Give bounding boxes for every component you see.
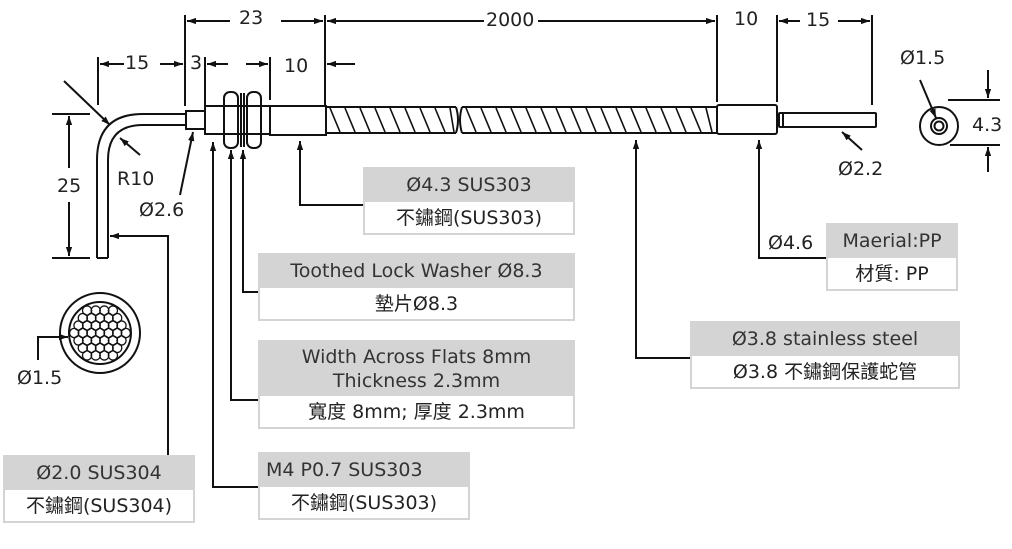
break-mark <box>459 106 463 134</box>
hatch-line <box>585 107 597 133</box>
callout-body: 墊片Ø8.3 <box>374 293 459 315</box>
hatch-line <box>630 107 642 133</box>
nut-left <box>223 91 239 149</box>
callout-header-line2: Thickness 2.3mm <box>332 370 501 392</box>
hatch-line <box>465 107 477 133</box>
dim-25: 25 <box>57 175 82 197</box>
fiber-end <box>778 112 877 128</box>
hatch-line <box>555 107 567 133</box>
fiber-strand <box>81 350 93 361</box>
hatch-line <box>705 107 713 133</box>
callout-header-line1: Width Across Flats 8mm <box>301 346 532 368</box>
hatch-line <box>495 107 507 133</box>
dim-15-left: 15 <box>125 52 150 74</box>
callout-body: 材質: PP <box>855 263 929 285</box>
r10-leader <box>63 80 111 126</box>
fiber-strand <box>99 350 110 361</box>
end-dia-leader <box>919 79 937 119</box>
leader-probe-tube <box>110 232 169 462</box>
dim-2000: 2000 <box>486 9 535 31</box>
hatch-line <box>404 107 416 133</box>
ferrule <box>185 110 206 130</box>
bundle-outer <box>59 292 141 374</box>
callout-body: 不鏽鋼(SUS303) <box>290 492 438 514</box>
hatch-line <box>389 107 401 133</box>
callout-armor: Ø3.8 stainless steel Ø3.8 不鏽鋼保護蛇管 <box>690 321 960 389</box>
probe-tube-bend <box>107 124 186 258</box>
fiber-strand <box>107 350 119 361</box>
leader-washer <box>239 150 258 293</box>
callout-header: Width Across Flats 8mm Thickness 2.3mm <box>260 342 573 396</box>
hatch-line <box>600 107 612 133</box>
dim-dia-4-6: Ø4.6 <box>768 232 814 254</box>
callout-body: Ø3.8 不鏽鋼保護蛇管 <box>732 361 918 383</box>
callout-lock-washer: Toothed Lock Washer Ø8.3 墊片Ø8.3 <box>258 253 575 321</box>
hatch-line <box>480 107 492 133</box>
sleeve <box>269 105 327 136</box>
hatch-line <box>419 107 431 133</box>
callout-header: M4 P0.7 SUS303 <box>260 454 468 487</box>
callout-probe-tube: Ø2.0 SUS304 不鏽鋼(SUS304) <box>3 455 195 523</box>
fiber-strand <box>90 350 101 361</box>
callout-body: 不鏽鋼(SUS304) <box>25 495 173 517</box>
dim-dia-2-2: Ø2.2 <box>838 158 884 180</box>
callout-pp-sleeve: Maerial:PP 材質: PP <box>826 223 958 291</box>
dim-10-left: 10 <box>284 55 309 77</box>
dia22-leader <box>841 131 863 151</box>
dim-r10: R10 <box>117 168 155 190</box>
dim-23: 23 <box>239 7 264 29</box>
dim-dia-2-6: Ø2.6 <box>139 199 185 221</box>
hatch-line <box>344 107 356 133</box>
hatch-line <box>329 107 341 133</box>
end-view-core <box>933 120 945 132</box>
bundle-leader <box>37 333 68 360</box>
r10-leader <box>119 137 141 156</box>
dia26-leader <box>179 131 195 196</box>
hatch-line <box>570 107 582 133</box>
hatch-line <box>540 107 552 133</box>
hatch-line <box>374 107 386 133</box>
callout-header: Ø2.0 SUS304 <box>5 457 193 490</box>
probe-tube-bend <box>96 113 186 258</box>
callout-nut: Width Across Flats 8mm Thickness 2.3mm 寬… <box>258 340 575 429</box>
callout-header: Toothed Lock Washer Ø8.3 <box>260 255 573 288</box>
pp-sleeve <box>716 104 778 135</box>
hatch-line <box>449 107 455 133</box>
hatch-line <box>525 107 537 133</box>
dim-end-dia-1-5: Ø1.5 <box>900 47 946 69</box>
hatch-line <box>660 107 672 133</box>
leader-sleeve <box>296 141 365 206</box>
dim-15-right: 15 <box>806 9 831 31</box>
dim-10-right: 10 <box>734 8 759 30</box>
hatch-line <box>645 107 657 133</box>
hatch-line <box>675 107 687 133</box>
callout-header: Maerial:PP <box>828 225 956 258</box>
leader-nut <box>227 150 258 401</box>
callout-body: 不鏽鋼(SUS303) <box>395 207 543 229</box>
nut-right <box>246 91 262 149</box>
callout-header: Ø4.3 SUS303 <box>365 169 573 202</box>
dim-bundle-dia-1-5: Ø1.5 <box>17 367 63 389</box>
callout-thread: M4 P0.7 SUS303 不鏽鋼(SUS303) <box>258 452 470 520</box>
dim-3: 3 <box>190 52 203 74</box>
leader-armor <box>632 140 690 359</box>
hatch-line <box>434 107 446 133</box>
dim-4-3: 4.3 <box>972 114 1003 136</box>
callout-header: Ø3.8 stainless steel <box>692 323 958 356</box>
hatch-line <box>359 107 371 133</box>
hatch-line <box>510 107 522 133</box>
callout-body: 寬度 8mm; 厚度 2.3mm <box>308 401 525 423</box>
leader-pp <box>755 140 826 259</box>
leader-thread <box>209 142 258 488</box>
callout-tube-sleeve: Ø4.3 SUS303 不鏽鋼(SUS303) <box>363 167 575 235</box>
end-view-outer <box>919 106 959 146</box>
hatch-line <box>690 107 702 133</box>
break-mark <box>455 106 459 134</box>
hatch-line <box>615 107 627 133</box>
end-view-inner <box>930 117 948 135</box>
